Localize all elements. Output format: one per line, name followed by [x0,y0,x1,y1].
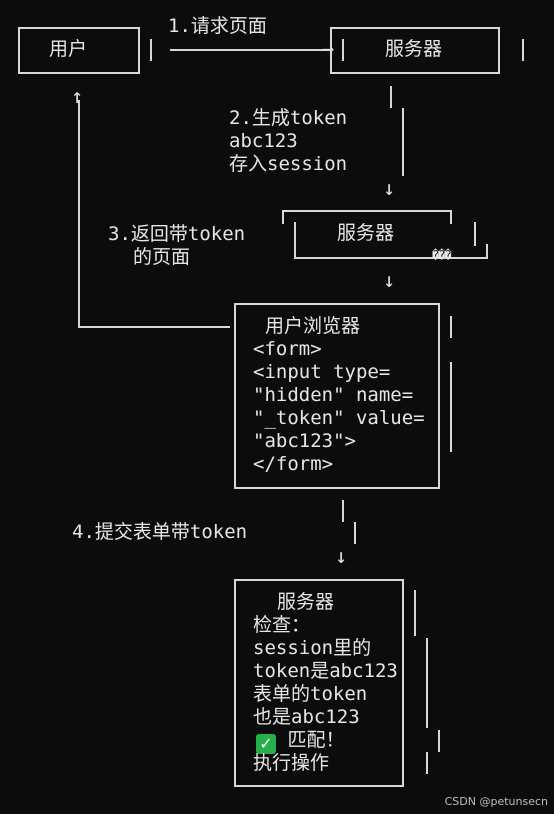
browser-code-line: <input type= [253,361,391,383]
step2-arrow-head: ↓ [383,176,396,200]
step4-connector-right [354,522,356,544]
server1-frame [330,27,500,74]
browser-code-line: "hidden" name= [253,384,414,406]
user-node-frame [18,27,140,74]
server2-right-bar [474,222,476,246]
browser-code-line: </form> [253,453,334,475]
browser-right-bar-3 [450,362,452,452]
step4-arrow-head: ↓ [335,544,348,568]
browser-frame [234,303,440,489]
server1-inner-bar [342,39,344,61]
server3-frame [234,579,404,787]
step4-connector-top [342,500,344,522]
return-path-horizontal [78,326,230,328]
browser-right-bar-2 [438,338,440,360]
return-arrow-head: ↑ [71,84,84,108]
server1-side-bar [522,39,524,61]
step3-label-line2: 的页面 [133,246,191,268]
browser-code-line: "abc123"> [253,430,356,452]
server3-right-bar-1 [414,590,416,636]
browser-right-bar-1 [450,316,452,338]
server3-line: session里的 [253,637,372,659]
step1-label: 1.请求页面 [168,15,267,37]
server3-match-text: 匹配！ [287,729,345,751]
server2-right-outer-bar [486,244,488,259]
server2-label: 服务器 [337,222,395,244]
server3-right-bar-4 [426,752,428,774]
browser-code-line: "_token" value= [253,407,425,429]
server3-line: token是abc123 [253,660,398,682]
server3-right-bar-3 [438,730,440,752]
server3-line: 表单的token [253,683,368,705]
step2-connector-top [390,86,392,108]
browser-title: 用户浏览器 [265,315,361,337]
server2-frame [282,210,452,224]
step3-arrow-head: ↓ [383,268,396,292]
browser-code-line: <form> [253,338,322,360]
step3-label-line1: 3.返回带token [108,223,246,245]
server3-match-line: ✓ 匹配！ [256,729,344,754]
user-node-label: 用户 [49,38,88,60]
server2-bottom-line [294,257,488,259]
step2-label-line1: 2.生成token [229,107,348,129]
server3-right-bar-2 [426,638,428,728]
return-path-vertical [78,100,80,328]
garbled-glyphs: ��� [432,248,452,262]
server3-line: 执行操作 [253,752,330,774]
server3-line: 检查： [253,614,311,636]
server3-title: 服务器 [277,591,335,613]
user-node-side-bar [150,39,152,61]
step2-connector-right [402,108,404,176]
server3-line: 也是abc123 [253,706,360,728]
server1-label: 服务器 [385,38,443,60]
watermark: CSDN @petunsecn [444,795,548,808]
step1-arrow-line [170,49,330,51]
step2-label-line3: 存入session [229,153,348,175]
step2-label-line2: abc123 [229,130,298,152]
step4-label: 4.提交表单带token [72,521,248,543]
server2-left-bar [294,222,296,258]
check-mark-icon: ✓ [256,734,276,754]
